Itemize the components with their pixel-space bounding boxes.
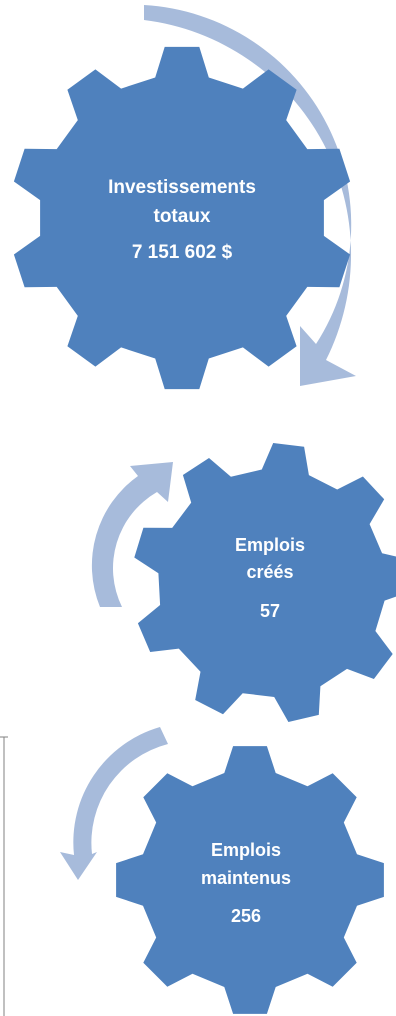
gear-crees-title-line1: Emplois — [235, 535, 305, 555]
gear-emplois-maintenus — [116, 746, 384, 1014]
arrow-crees-cycle — [91, 462, 173, 607]
gear-maintenus-value: 256 — [231, 906, 261, 926]
gear-maintenus-title-line1: Emplois — [211, 840, 281, 860]
gear-maintenus-title-line2: maintenus — [201, 868, 291, 888]
gear-crees-value: 57 — [260, 601, 280, 621]
gear-investissements-totaux — [13, 46, 351, 390]
arrow-investissements-to-crees — [144, 5, 356, 386]
gear-investissements-title-line2: totaux — [154, 206, 211, 227]
gear-crees-title-line2: créés — [246, 562, 293, 582]
arrow-maintenus-cycle — [60, 727, 168, 880]
gear-investissements-value: 7 151 602 $ — [132, 242, 233, 263]
gear-investissements-title-line1: Investissements — [108, 177, 256, 198]
gear-emplois-crees — [134, 443, 396, 722]
